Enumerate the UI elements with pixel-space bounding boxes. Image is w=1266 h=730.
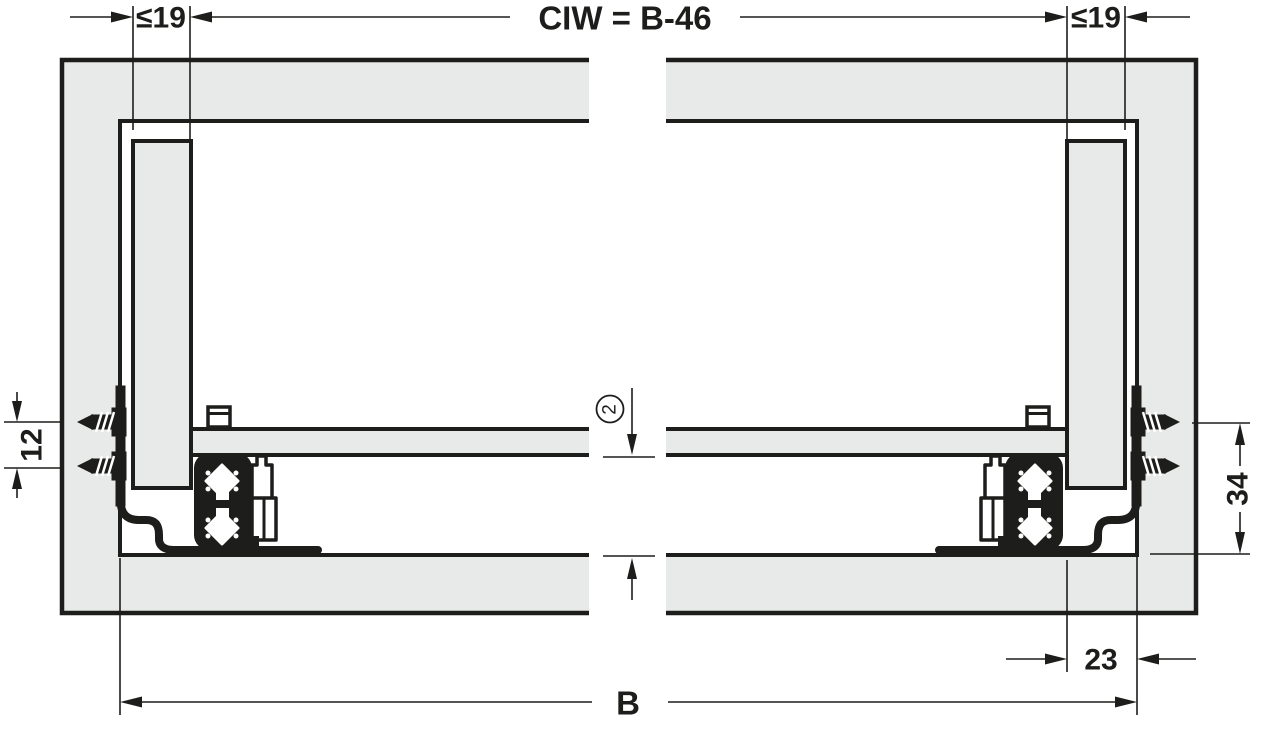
dim-cabinet-width: B: [119, 558, 1137, 722]
section-break: [589, 54, 666, 129]
dim-label: CIW = B-46: [538, 0, 711, 37]
callout-circle: [595, 394, 625, 424]
dim-rail-height: 34: [1150, 422, 1255, 555]
drawer-side-left: [131, 139, 193, 490]
dimensions: ≤19 CIW = B-46 ≤19 12: [4, 0, 1255, 722]
dim-label: B: [616, 685, 640, 722]
dim-side-thickness-right: ≤19: [1066, 2, 1190, 139]
dim-screw-spacing: 12: [4, 392, 62, 498]
dim-side-clearance: 23: [1006, 557, 1196, 715]
section-break: [589, 551, 666, 618]
drawer-side-right: [1065, 139, 1127, 490]
callout-2: 2: [595, 388, 655, 600]
dim-label: 23: [1084, 644, 1117, 677]
cabinet-interior: [118, 119, 1139, 557]
dim-label: ≤19: [1071, 2, 1121, 35]
callout-number: 2: [600, 404, 621, 415]
section-break: [589, 424, 666, 460]
dim-inner-width: CIW = B-46: [190, 0, 1067, 37]
dim-label: ≤19: [136, 2, 186, 35]
dim-label: 34: [1222, 472, 1255, 506]
dim-label: 12: [16, 428, 49, 461]
dim-side-thickness-left: ≤19: [70, 2, 191, 139]
